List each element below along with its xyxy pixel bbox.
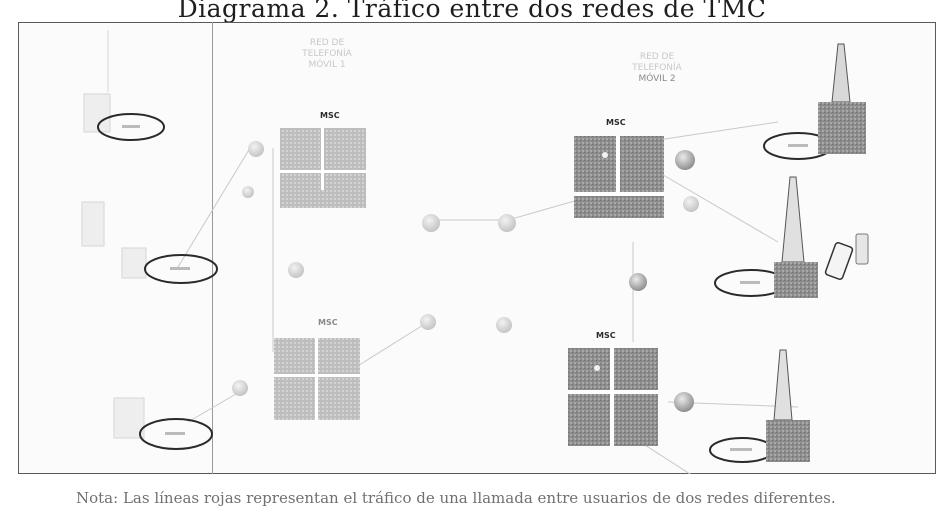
network-1-label: RED DE TELEFONÍA MÓVIL 1	[302, 38, 352, 70]
diagram-title: Diagrama 2. Tráfico entre dos redes de T…	[177, 0, 767, 23]
left-base-stations	[81, 30, 147, 439]
divider-line	[212, 22, 213, 474]
network-diagram	[81, 30, 869, 474]
connection-lines	[177, 121, 799, 474]
msc-label-bottom-right: MSC	[596, 331, 616, 340]
msc-label-top-left: MSC	[320, 111, 340, 120]
network-2-label: RED DE TELEFONÍA MÓVIL 2	[632, 52, 682, 84]
mobile-phone-icon	[824, 233, 869, 280]
footnote: Nota: Las líneas rojas representan el tr…	[76, 489, 836, 507]
msc-switch-bottom-left	[274, 338, 360, 420]
right-antenna-towers	[766, 43, 866, 462]
ellipse-captions	[122, 125, 808, 451]
msc-label-top-right: MSC	[606, 118, 626, 127]
msc-label-bottom-left: MSC	[318, 318, 338, 327]
routing-nodes	[232, 141, 699, 412]
msc-switch-bottom-right	[568, 348, 658, 446]
msc-switch-top-left	[280, 128, 366, 208]
msc-switch-top-right	[574, 136, 664, 218]
